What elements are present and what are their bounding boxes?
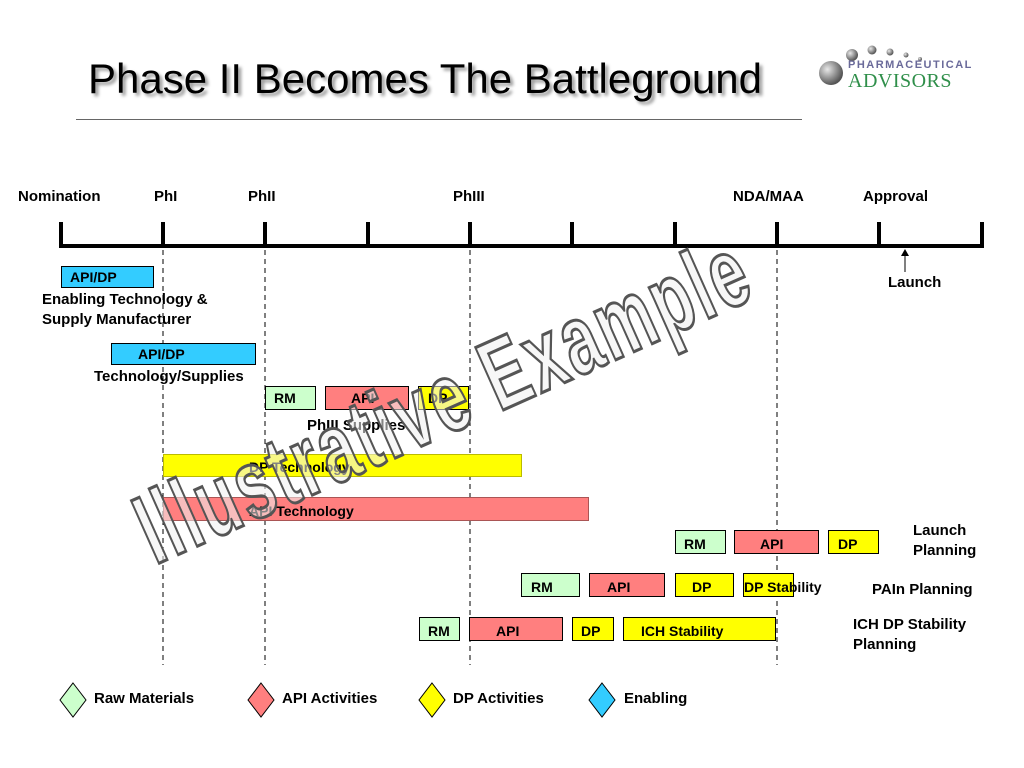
page-title: Phase II Becomes The Battleground — [88, 55, 762, 102]
ich-planning-label-line1: ICH DP Stability — [853, 616, 967, 633]
enabling-tech-label-line1: Enabling Technology & — [42, 291, 208, 308]
pain-dp-stability-bar: DP Stability — [743, 573, 822, 597]
ich-planning-label-line2: Planning — [853, 636, 917, 653]
legend-raw-materials-label: Raw Materials — [94, 690, 195, 707]
ich-api-bar: API — [469, 617, 563, 641]
legend-enabling-label: Enabling — [624, 690, 688, 707]
ich-stability-bar: ICH Stability — [623, 617, 776, 641]
enabling-api-dp-bar: API/DP — [61, 266, 154, 288]
milestone-ph3: PhIII — [453, 188, 485, 205]
logo-text-main: ADVISORS — [848, 70, 953, 92]
milestone-nomination: Nomination — [18, 188, 101, 205]
legend-dp-activities-diamond-icon — [418, 682, 446, 718]
legend-dp-activities-label: DP Activities — [453, 690, 544, 707]
pain-dp-bar: DP — [675, 573, 734, 597]
milestone-ph2: PhII — [248, 188, 276, 205]
title-divider — [76, 119, 802, 120]
api-technology-bar: API Technology — [163, 497, 589, 521]
ich-dp-bar: DP — [572, 617, 614, 641]
launch-label: Launch — [888, 274, 942, 291]
logo-text-top: PHARMACEUTICAL — [848, 59, 973, 71]
legend-api-activities-label: API Activities — [282, 690, 378, 707]
milestone-ph1: PhI — [154, 188, 178, 205]
legend-api-activities-diamond-icon — [247, 682, 275, 718]
ph3-supplies-label: PhIII Supplies — [307, 417, 406, 434]
launch-rm-bar: RM — [675, 530, 726, 554]
dp-technology-bar: DP Technology — [163, 454, 522, 477]
enabling-tech-label-line2: Supply Manufacturer — [42, 311, 192, 328]
pain-api-bar: API — [589, 573, 665, 597]
launch-dp-bar: DP — [828, 530, 879, 554]
logo-dots-icon — [819, 45, 922, 85]
ph3-api-bar: API — [325, 386, 409, 410]
tech-supplies-label: Technology/Supplies — [94, 368, 244, 385]
launch-planning-label-line2: Planning — [913, 542, 977, 559]
ph3-dp-bar: DP — [418, 386, 469, 410]
ph3-rm-bar: RM — [265, 386, 316, 410]
legend-enabling-diamond-icon — [588, 682, 616, 718]
launch-planning-label-line1: Launch — [913, 522, 967, 539]
pain-planning-label: PAIn Planning — [872, 581, 973, 598]
milestone-nda-maa: NDA/MAA — [733, 188, 804, 205]
tech-api-dp-bar: API/DP — [111, 343, 256, 365]
ich-rm-bar: RM — [419, 617, 460, 641]
launch-api-bar: API — [734, 530, 819, 554]
milestone-approval: Approval — [863, 188, 929, 205]
pain-rm-bar: RM — [521, 573, 580, 597]
legend-raw-materials-diamond-icon — [59, 682, 87, 718]
